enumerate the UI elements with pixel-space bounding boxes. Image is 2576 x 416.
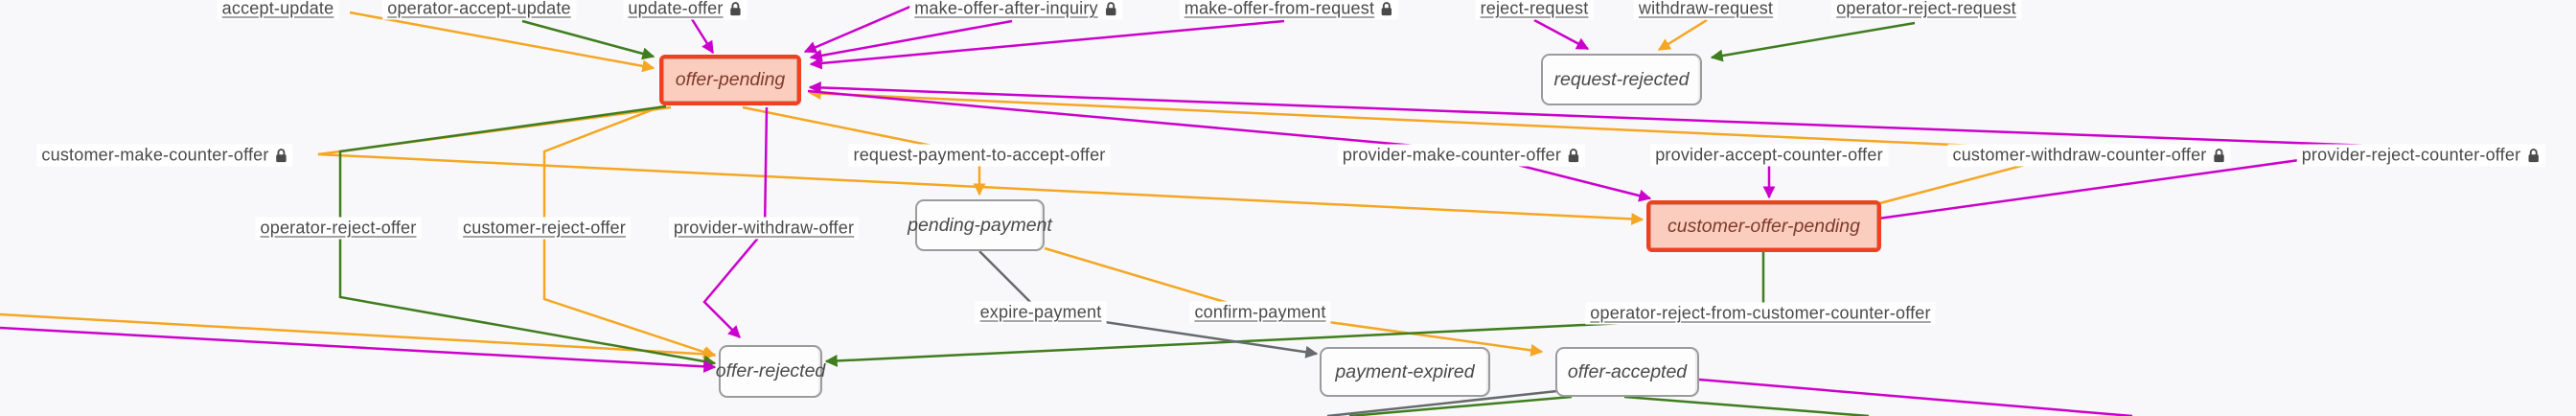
transition-label-text: reject-request <box>1480 0 1589 18</box>
link-accept-update-line <box>349 11 656 73</box>
state-label: offer-accepted <box>1567 360 1688 382</box>
link-offer-accepted-out-magenta-line <box>1698 378 2133 416</box>
lock-icon <box>1380 1 1393 16</box>
transition-label-text: operator-reject-request <box>1836 0 2016 18</box>
transition-label-customer-make-counter-offer[interactable]: customer-make-counter-offer <box>36 144 293 167</box>
transition-label-text: operator-reject-offer <box>260 218 417 238</box>
link-make-offer-corner-line <box>803 4 913 54</box>
transition-label-text: provider-accept-counter-offer <box>1655 145 1883 165</box>
transition-label-reject-request[interactable]: reject-request <box>1475 0 1594 20</box>
transition-label-text: expire-payment <box>979 302 1102 322</box>
link-incoming-orange-left-line <box>0 312 717 360</box>
link-provider-withdraw-offer-line <box>702 106 769 338</box>
transition-label-text: operator-accept-update <box>387 0 571 18</box>
transition-label-text: customer-reject-offer <box>463 218 626 238</box>
transition-label-provider-accept-counter-offer[interactable]: provider-accept-counter-offer <box>1650 144 1888 167</box>
link-make-offer-after-inquiry-line <box>809 19 1013 62</box>
link-update-offer-line <box>690 18 715 55</box>
state-label: payment-expired <box>1335 360 1475 382</box>
transition-label-text: customer-withdraw-counter-offer <box>1952 145 2207 165</box>
transition-label-confirm-payment[interactable]: confirm-payment <box>1189 301 1331 324</box>
state-box-offer-pending[interactable]: offer-pending <box>659 55 801 105</box>
transition-label-customer-reject-offer[interactable]: customer-reject-offer <box>458 217 631 240</box>
transition-label-text: provider-reject-counter-offer <box>2301 145 2521 165</box>
transition-label-provider-withdraw-offer[interactable]: provider-withdraw-offer <box>668 217 860 240</box>
transition-label-provider-reject-counter-offer[interactable]: provider-reject-counter-offer <box>2296 144 2545 167</box>
transition-label-customer-withdraw-counter-offer[interactable]: customer-withdraw-counter-offer <box>1947 144 2231 167</box>
link-confirm-payment-line <box>1044 246 1544 357</box>
link-offer-accepted-out-gray-line <box>1326 389 1558 416</box>
lock-icon <box>1104 1 1117 16</box>
transition-label-text: provider-withdraw-offer <box>673 218 855 238</box>
state-box-payment-expired[interactable]: payment-expired <box>1320 347 1490 397</box>
transition-label-make-offer-after-inquiry[interactable]: make-offer-after-inquiry <box>909 0 1122 20</box>
transition-label-operator-reject-request[interactable]: operator-reject-request <box>1831 0 2021 20</box>
transition-label-operator-accept-update[interactable]: operator-accept-update <box>382 0 576 20</box>
state-label: request-rejected <box>1553 68 1690 90</box>
link-reject-request-line <box>1533 18 1590 51</box>
lock-icon <box>2212 148 2225 163</box>
link-incoming-magenta-left-line <box>0 326 717 373</box>
transition-label-expire-payment[interactable]: expire-payment <box>975 301 1107 324</box>
state-box-customer-offer-pending[interactable]: customer-offer-pending <box>1646 200 1881 252</box>
transition-label-text: accept-update <box>221 0 334 18</box>
transition-label-text: operator-reject-from-customer-counter-of… <box>1590 303 1931 323</box>
transition-label-withdraw-request[interactable]: withdraw-request <box>1633 0 1779 20</box>
state-label: offer-rejected <box>715 360 826 381</box>
link-offer-accepted-out-green-left-line <box>1348 395 1573 416</box>
state-box-pending-payment[interactable]: pending-payment <box>908 199 1052 251</box>
link-withdraw-request-line <box>1657 18 1708 52</box>
transition-label-text: request-payment-to-accept-offer <box>853 145 1106 165</box>
state-box-request-rejected[interactable]: request-rejected <box>1541 54 1702 105</box>
lock-icon <box>1567 148 1580 163</box>
lock-icon <box>2526 148 2540 163</box>
transition-label-text: make-offer-from-request <box>1184 0 1375 18</box>
transition-label-operator-reject-offer[interactable]: operator-reject-offer <box>255 217 422 240</box>
lock-icon <box>275 148 288 163</box>
transition-label-operator-reject-from-customer-counter-offer[interactable]: operator-reject-from-customer-counter-of… <box>1585 302 1936 325</box>
transition-label-text: provider-make-counter-offer <box>1342 145 1562 165</box>
link-offer-accepted-out-green-right-line <box>1623 395 1870 416</box>
link-operator-reject-request-line <box>1710 21 1916 62</box>
state-label: offer-pending <box>675 69 786 90</box>
transition-label-text: update-offer <box>628 0 724 18</box>
link-operator-accept-update-line <box>521 19 656 60</box>
lock-icon <box>729 1 743 16</box>
transition-label-text: withdraw-request <box>1638 0 1774 18</box>
state-label: pending-payment <box>908 214 1052 236</box>
state-box-offer-accepted[interactable]: offer-accepted <box>1555 347 1699 397</box>
transition-label-make-offer-from-request[interactable]: make-offer-from-request <box>1179 0 1399 20</box>
transition-label-update-offer[interactable]: update-offer <box>623 0 748 20</box>
transition-label-request-payment-to-accept-offer[interactable]: request-payment-to-accept-offer <box>848 144 1111 167</box>
transition-label-accept-update[interactable]: accept-update <box>217 0 339 20</box>
transition-label-text: customer-make-counter-offer <box>41 145 269 165</box>
transition-label-text: confirm-payment <box>1194 302 1326 322</box>
transition-label-text: make-offer-after-inquiry <box>914 0 1098 18</box>
state-box-offer-rejected[interactable]: offer-rejected <box>716 345 825 398</box>
state-label: customer-offer-pending <box>1668 215 1860 237</box>
transition-label-provider-make-counter-offer[interactable]: provider-make-counter-offer <box>1337 144 1586 167</box>
link-make-offer-from-request-line <box>809 19 1285 70</box>
